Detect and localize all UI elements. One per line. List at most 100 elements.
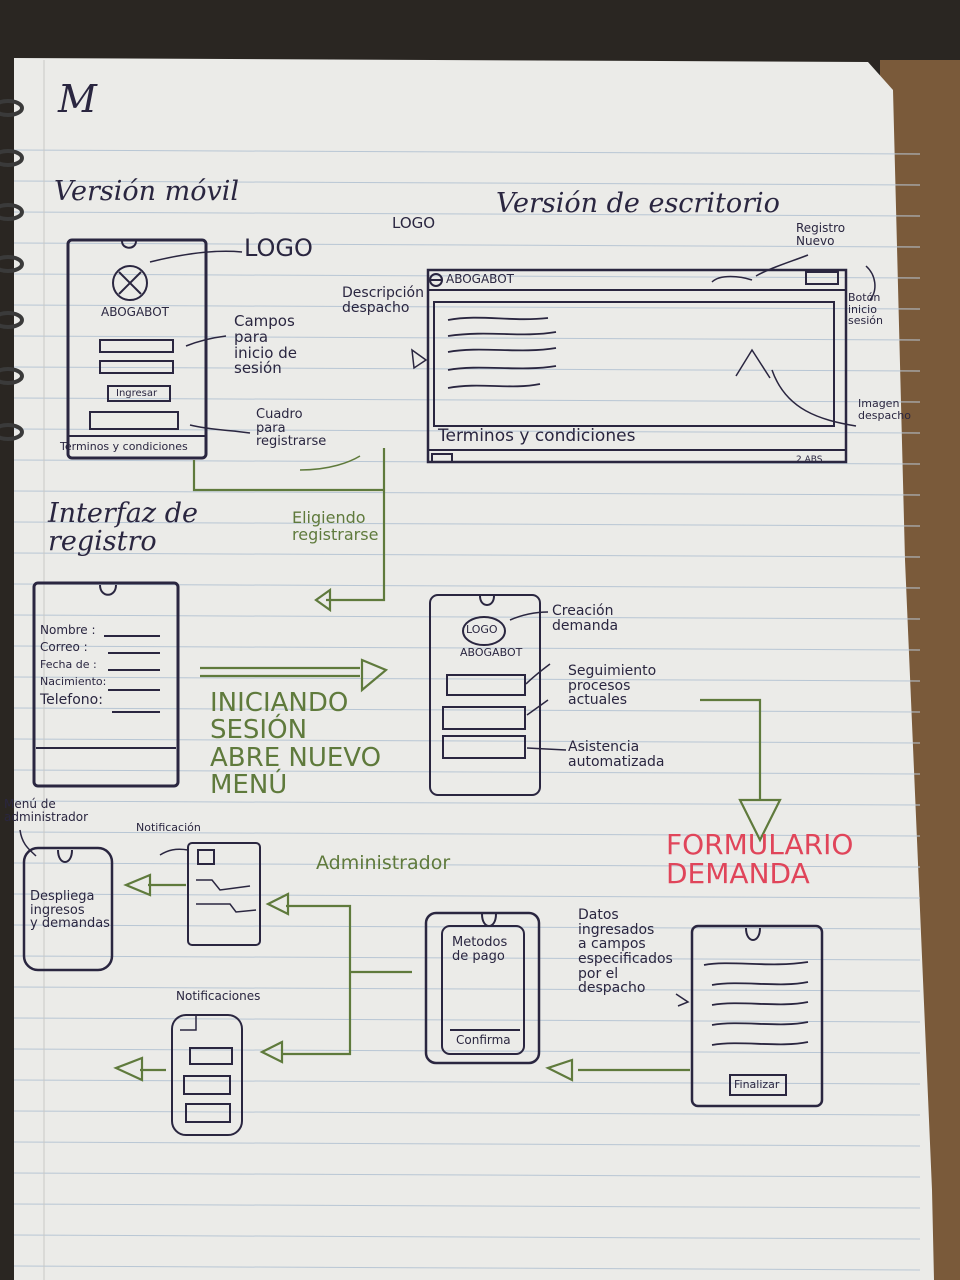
fields-callout: Campos para inicio de sesión	[234, 312, 297, 378]
mobile-brand: ABOGABOT	[101, 305, 169, 319]
menu-phone-frame	[429, 594, 541, 796]
menu-button-1	[446, 674, 526, 696]
new-register-callout: Registro Nuevo	[796, 221, 846, 248]
corner-mark: M	[58, 77, 97, 121]
menu-callout-create: Creación demanda	[552, 603, 619, 634]
register-field-phone[interactable]: Telefono:	[40, 692, 103, 708]
payment-confirm-button[interactable]: Confirma	[456, 1033, 511, 1047]
ruled-line	[13, 211, 921, 217]
spiral-ring	[0, 99, 24, 117]
register-field-name[interactable]: Nombre :	[40, 623, 96, 637]
notification-icon	[197, 849, 215, 865]
mobile-login-button[interactable]: Ingresar	[116, 388, 158, 399]
choose-register-label: Eligiendo registrarse	[292, 508, 379, 544]
desktop-brand: ABOGABOT	[446, 272, 514, 286]
logo-circle	[112, 265, 148, 301]
desktop-sketch	[411, 254, 876, 464]
ruled-line	[13, 180, 921, 186]
payment-phone-frame	[424, 911, 541, 1065]
mobile-title: Versión móvil	[54, 176, 240, 207]
demand-form-title: FORMULARIO DEMANDA	[666, 828, 854, 891]
flow-arrowhead-notification	[265, 892, 290, 916]
login-button-arrow	[865, 265, 876, 301]
logo-cross	[118, 271, 142, 295]
desktop-logo-icon	[429, 273, 443, 287]
desktop-corner-text: 2 ABS	[796, 455, 823, 465]
ruled-line	[13, 955, 921, 961]
image-callout: Imagen despacho	[858, 397, 911, 422]
flow-arrowhead-admin	[123, 873, 152, 897]
demand-notch	[745, 927, 761, 941]
mobile-logo-callout: LOGO	[244, 234, 313, 262]
new-register-arrow	[755, 254, 809, 277]
ruled-line	[13, 862, 921, 868]
notifications-label: Notificaciones	[176, 989, 261, 1003]
admin-menu-label: Menú de administrador	[4, 797, 89, 824]
register-notch	[99, 584, 117, 596]
register-field-birthdate[interactable]: Fecha de :	[40, 658, 97, 671]
ruled-line	[13, 1079, 921, 1085]
description-arrow	[411, 348, 428, 370]
desktop-description-scribbles	[447, 316, 557, 389]
menu-callout-assist: Asistencia automatizada	[568, 739, 665, 770]
register-box-callout: Cuadro para registrarse	[256, 407, 327, 450]
notification-label: Notificación	[136, 821, 201, 834]
admin-menu-body: Despliega ingresos y demandas	[30, 889, 110, 932]
admin-menu-sketch	[19, 829, 114, 972]
spiral-ring	[0, 149, 24, 167]
mobile-footer-terms[interactable]: Terminos y condiciones	[60, 440, 188, 453]
ruled-line	[13, 893, 921, 899]
ruled-line	[13, 1203, 921, 1209]
desktop-login-button-box	[805, 271, 839, 285]
flow-arrowhead-payment	[545, 1058, 574, 1082]
menu-arrow-2	[526, 699, 549, 716]
ruled-line	[13, 1172, 921, 1178]
login-field-2	[99, 360, 174, 374]
mobile-phone-frame	[66, 238, 208, 460]
menu-notch	[479, 595, 495, 606]
admin-notch	[57, 849, 73, 863]
ruled-line	[13, 273, 921, 279]
ruled-line	[13, 1265, 921, 1271]
spiral-ring	[0, 255, 24, 273]
desktop-logo-callout: LOGO	[392, 214, 436, 232]
ruled-line	[13, 242, 921, 248]
desktop-footer-terms[interactable]: Terminos y condiciones	[438, 426, 636, 446]
flow-arrows	[113, 448, 782, 1082]
flow-desktop-to-register-path	[326, 448, 386, 602]
login-opens-menu-label: INICIANDO SESIÓN ABRE NUEVO MENÚ	[210, 688, 382, 800]
menu-button-2	[442, 706, 526, 730]
ruled-line	[13, 583, 921, 589]
desktop-title: Versión de escritorio	[496, 188, 780, 219]
ruled-line	[13, 614, 921, 620]
notifications-item-2	[183, 1075, 231, 1095]
ruled-line	[13, 986, 921, 992]
register-phone-frame	[32, 581, 180, 788]
login-button-callout: Botón inicio sesión	[848, 291, 883, 328]
demand-lines	[703, 961, 809, 1046]
notification-phone-frame	[187, 842, 261, 946]
register-field-birth[interactable]: Nacimiento:	[40, 675, 107, 688]
mobile-notch	[121, 240, 137, 249]
ruled-line	[13, 335, 921, 341]
flow-payment-to-admin	[282, 904, 412, 1056]
payment-title: Metodos de pago	[452, 935, 508, 964]
paper-sheet	[14, 58, 934, 1280]
ruled-line	[13, 831, 921, 837]
notifications-sketch	[171, 1014, 243, 1136]
ruled-line	[13, 490, 921, 496]
desktop-content-box	[433, 301, 835, 427]
ruled-line	[13, 769, 921, 775]
register-box	[89, 411, 179, 430]
fields-arrow	[185, 335, 227, 347]
flow-mobile-to-register-path	[192, 460, 384, 492]
demand-data-callout: Datos ingresados a campos especificados …	[578, 907, 673, 997]
flow-arrowhead-notifications	[259, 1040, 284, 1064]
finish-button[interactable]: Finalizar	[734, 1078, 780, 1091]
register-field-email[interactable]: Correo :	[40, 640, 88, 654]
flow-arrowhead-register	[314, 587, 332, 613]
payment-notch	[481, 913, 497, 927]
flow-arrowhead-notifications-out	[113, 1056, 144, 1082]
